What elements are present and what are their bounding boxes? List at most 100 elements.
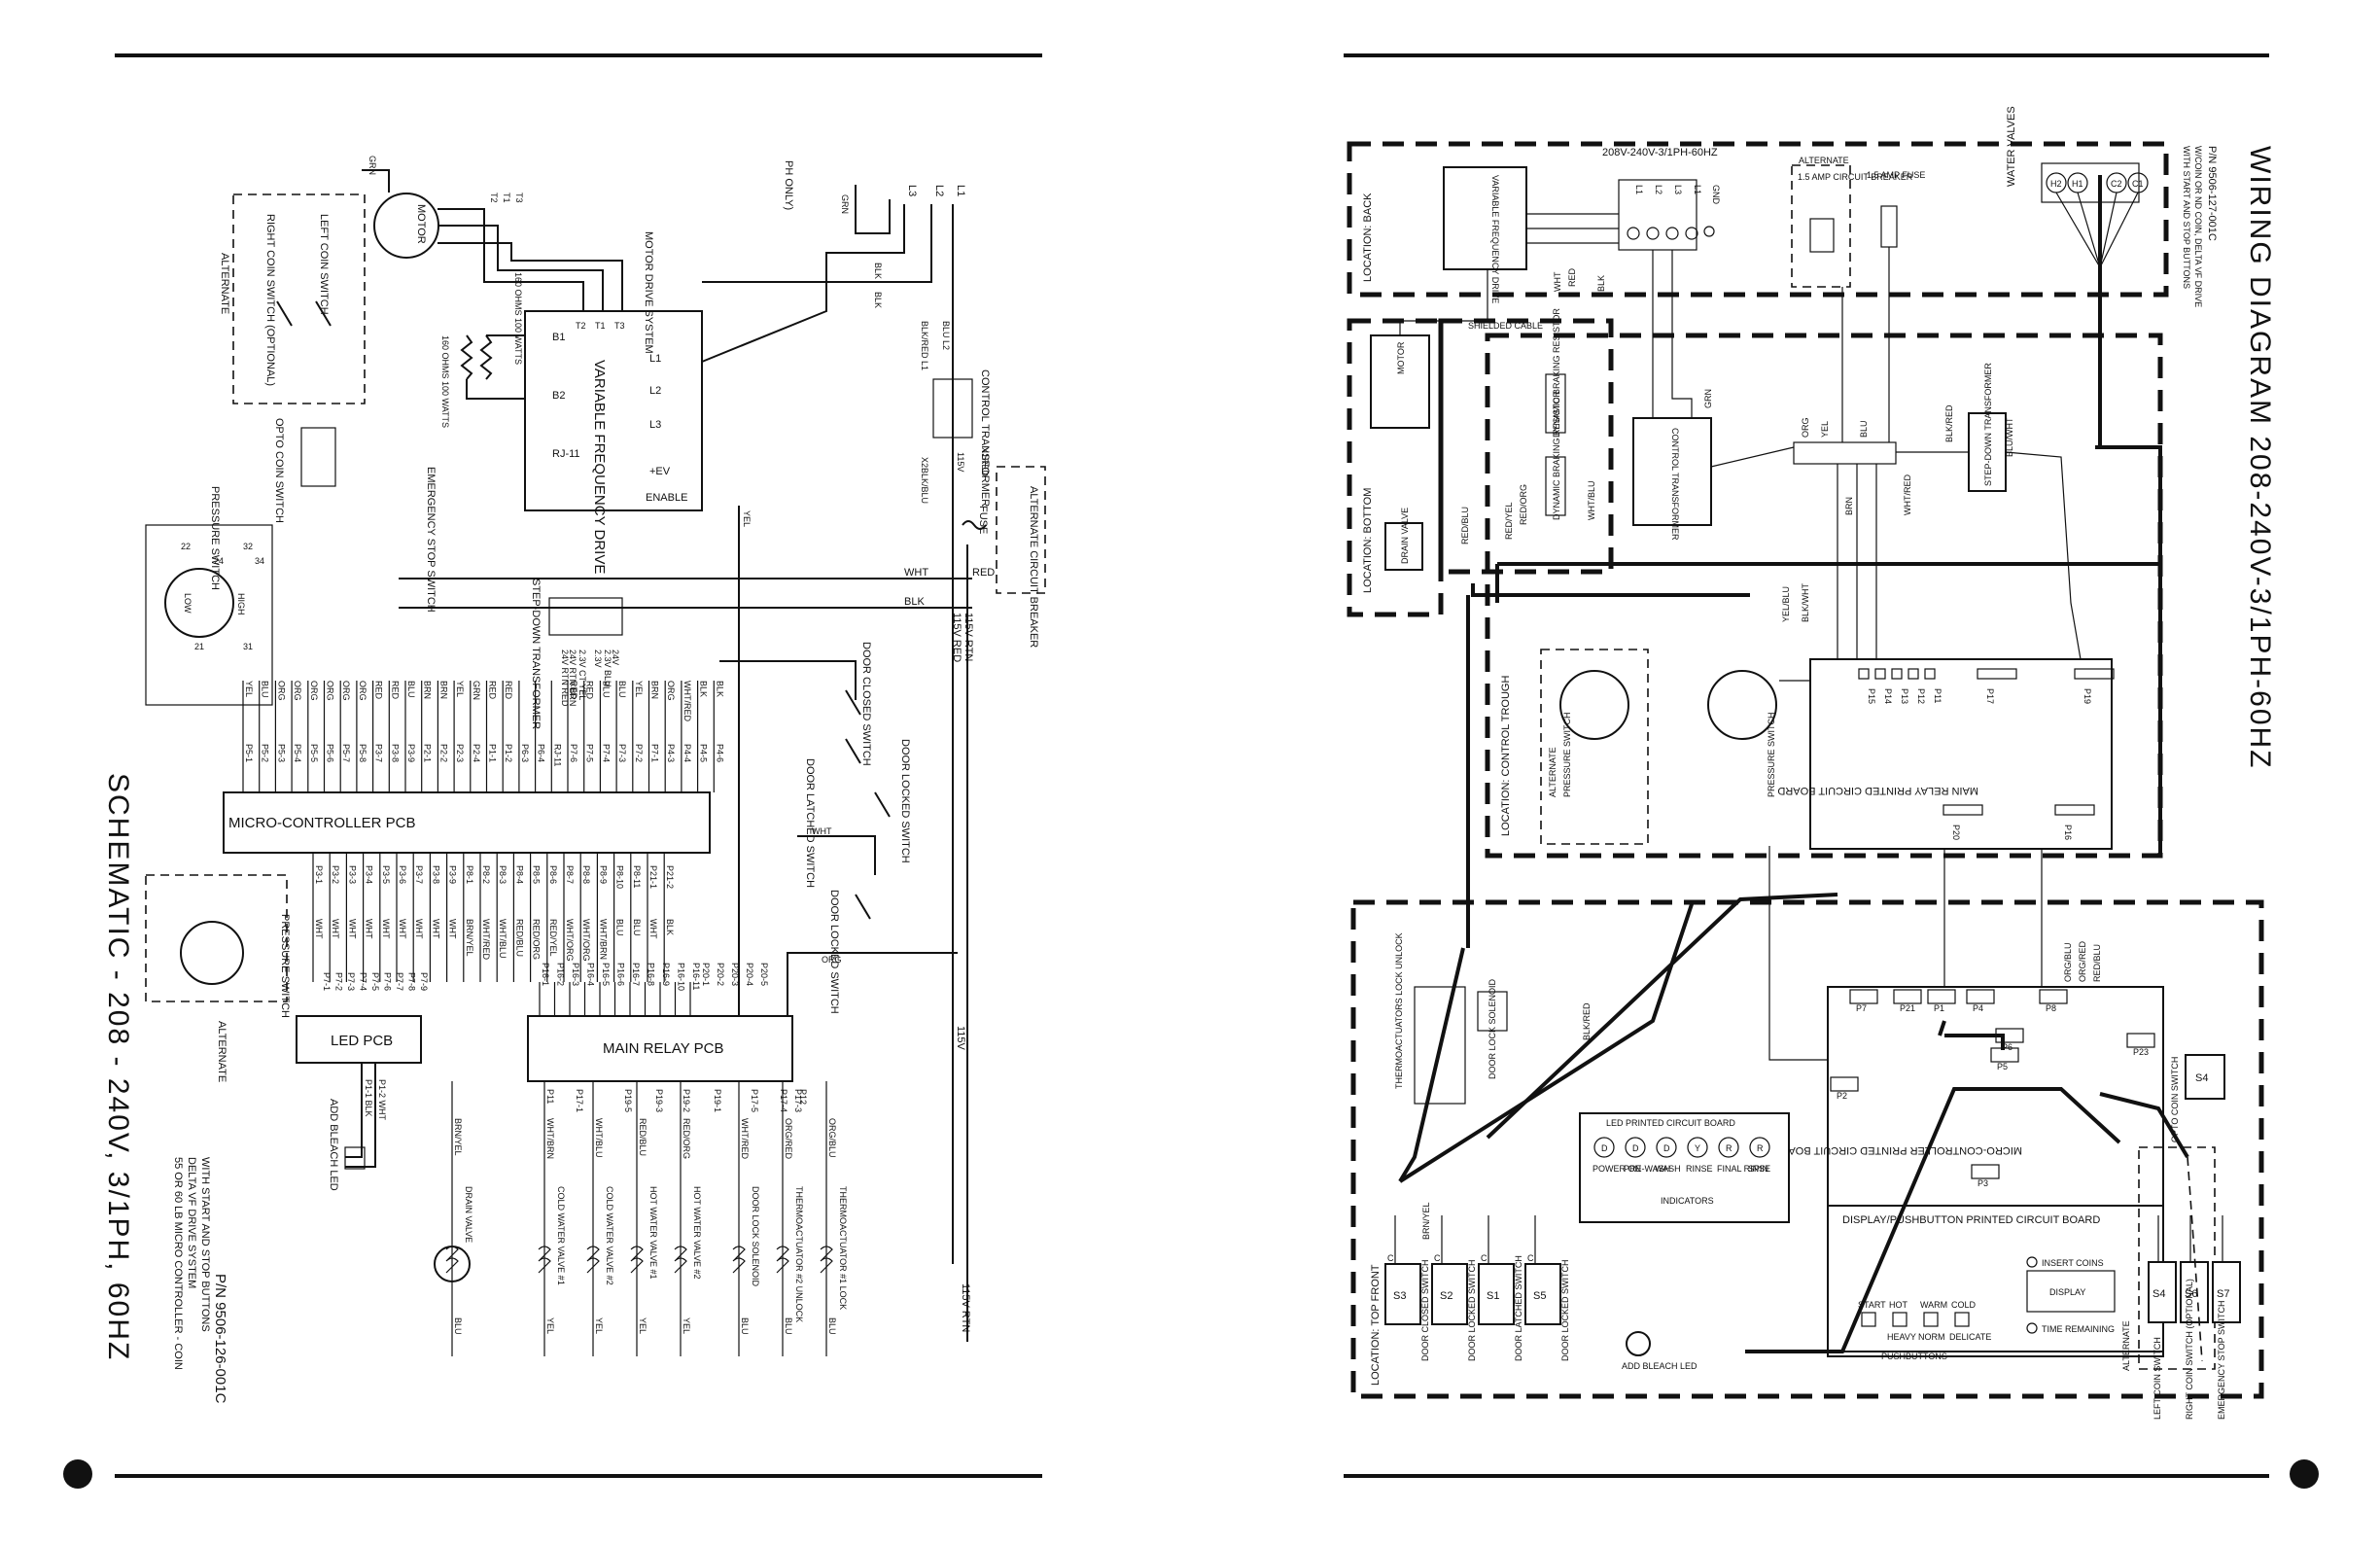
pressure-low: LOW (183, 593, 192, 614)
p7-pin-label: P7-5 (370, 972, 380, 991)
right-coin-contact (276, 300, 293, 327)
time-remaining-led (2026, 1322, 2038, 1334)
pressure-pin-32: 32 (243, 542, 253, 551)
relay-output-label: P19-1 (713, 1089, 722, 1112)
schematic-subtitle-2: DELTA VF DRIVE SYSTEM (186, 1157, 197, 1288)
braking-resistor-2 (1545, 456, 1566, 516)
coin-alternate: ALTERNATE (219, 253, 230, 314)
alt-pressure-label: PRESSURE SWITCH (279, 914, 291, 1018)
terminal-2 (1646, 227, 1660, 240)
coin-switch-id: S4 (2152, 1288, 2165, 1300)
vfd-b1: B1 (552, 332, 565, 343)
lower-pin-label: P8-7 (565, 865, 575, 884)
resistor-2-label: 160 OHMS 100 WATTS (440, 335, 450, 428)
schematic-title: SCHEMATIC - 208 - 240V, 3/1PH, 60HZ (102, 773, 134, 1361)
left-coin-contact (315, 300, 332, 327)
pushbutton-icon (1861, 1312, 1876, 1327)
upper-pin-label: P7-2 (634, 744, 644, 762)
coin-switch-label: LEFT COIN SWITCH (2152, 1337, 2162, 1420)
pressure-label: PRESSURE SWITCH (209, 486, 221, 590)
motor-t1-wire (438, 208, 584, 311)
p16-pin-label: P16-3 (571, 963, 580, 986)
ground-stud (1703, 226, 1715, 237)
upper-pin-label: P7-3 (617, 744, 627, 762)
door-switch-contact: C (1527, 1253, 1534, 1263)
lower-pin-label: P8-8 (581, 865, 591, 884)
term-l3: L3 (1673, 185, 1683, 194)
control-transformer-label: CONTROL TRANSFORMER (979, 369, 991, 507)
p16-pin-label: P16-1 (541, 963, 550, 986)
pressure-pin-34: 34 (255, 556, 264, 566)
lower-wire-label: WHT (448, 919, 458, 939)
breaker-label: 1.5 AMP CIRCUIT BREAKER (1798, 172, 1913, 182)
lower-pin-label: P21-1 (648, 865, 658, 889)
door-switch-body (1524, 1263, 1561, 1325)
water-valve-wire (2099, 192, 2139, 268)
upper-wire-label: ORG (666, 681, 676, 701)
load-coil-icon (538, 1246, 551, 1274)
lower-pin-label: P3-3 (347, 865, 357, 884)
upper-wire-label: ORG (358, 681, 368, 701)
load-coil-icon (776, 1246, 789, 1274)
wire-color-tag: BLK (1596, 275, 1606, 292)
pushbutton-sub-label: HEAVY (1887, 1332, 1916, 1342)
upper-pin-label: P5-6 (326, 744, 335, 762)
schematic-subtitle-1: 55 OR 60 LB MICRO CONTROLLER - COIN (172, 1157, 184, 1370)
p7-pin-label: P7-1 (322, 972, 332, 991)
water-valve-wire (2099, 192, 2118, 268)
wiring-ct-label: CONTROL TRANSFORMER (1670, 428, 1680, 541)
load-wire-color: ORG/RED (784, 1118, 793, 1160)
control-transformer (932, 378, 973, 439)
micro-controller-label: MICRO-CONTROLLER PCB (228, 815, 416, 831)
ct-tap-2: BLU L2 (941, 321, 951, 350)
upper-pin-label: P4-4 (682, 744, 692, 762)
wire-color-tag: RED (1567, 267, 1577, 287)
upper-pin-label: P4-3 (666, 744, 676, 762)
vfd-ev: +EV (649, 466, 671, 477)
wire-color-tag: BRN (1844, 497, 1854, 515)
upper-pin-label: P5-7 (341, 744, 351, 762)
motor-t2-wire (438, 225, 604, 311)
load-coil-icon (586, 1246, 600, 1274)
door-switch-label: DOOR LOCKED SWITCH (1560, 1259, 1570, 1361)
insert-coins-label: INSERT COINS (2042, 1258, 2104, 1268)
load-name: THERMOACTUATOR #1 LOCK (838, 1186, 848, 1310)
lower-pin-group: P3-1WHTP3-2WHTP3-3WHTP3-4WHTP3-5WHTP3-6W… (312, 853, 769, 1016)
lower-wire-label: WHT (381, 919, 391, 939)
wiring-pressure-dial (1707, 670, 1777, 740)
relay-output-label: P17-5 (750, 1089, 759, 1112)
coin-switch-body (2148, 1261, 2177, 1323)
vfd-l1: L1 (649, 353, 661, 365)
wire-note-tag: ORG/RED (2078, 940, 2087, 982)
harness-13 (1938, 1020, 1946, 1036)
wire-color-tag: RED/BLU (1460, 507, 1470, 544)
alt-pressure-zone (1540, 649, 1649, 845)
p12-wire (787, 952, 958, 1016)
mc-connector-label: P6 (2002, 1042, 2012, 1052)
vfd-t3: T3 (614, 321, 625, 331)
water-valve-code: H2 (2050, 179, 2062, 189)
led-pcb-label: LED PCB (331, 1033, 393, 1049)
ct-tap-3: X2BLK/BLU (920, 457, 929, 504)
wiring-main-relay-board (1809, 658, 2113, 850)
pushbutton-sub-label: DELICATE (1949, 1332, 1991, 1342)
pushbutton-icon (1954, 1312, 1970, 1327)
upper-wire-label: RED (585, 681, 595, 700)
upper-pin-label: P5-4 (293, 744, 302, 762)
relay-connector (2054, 804, 2095, 816)
lower-pin-label: P8-4 (514, 865, 524, 884)
upper-pin-label: P3-9 (406, 744, 416, 762)
upper-pin-label: P7-5 (585, 744, 595, 762)
upper-pin-label: P2-2 (438, 744, 448, 762)
door-latched-contact (845, 738, 861, 764)
door-switch-body (1478, 1263, 1515, 1325)
zone-trough-label: LOCATION: CONTROL TROUGH (1500, 676, 1512, 836)
step-down-transformer (548, 597, 623, 636)
enable-yel: YEL (742, 510, 752, 527)
lower-wire-label: RED/BLU (514, 919, 524, 957)
relay-connector (1858, 668, 1870, 680)
zone-back (1347, 141, 2169, 298)
alt-pressure-box (145, 874, 288, 1002)
